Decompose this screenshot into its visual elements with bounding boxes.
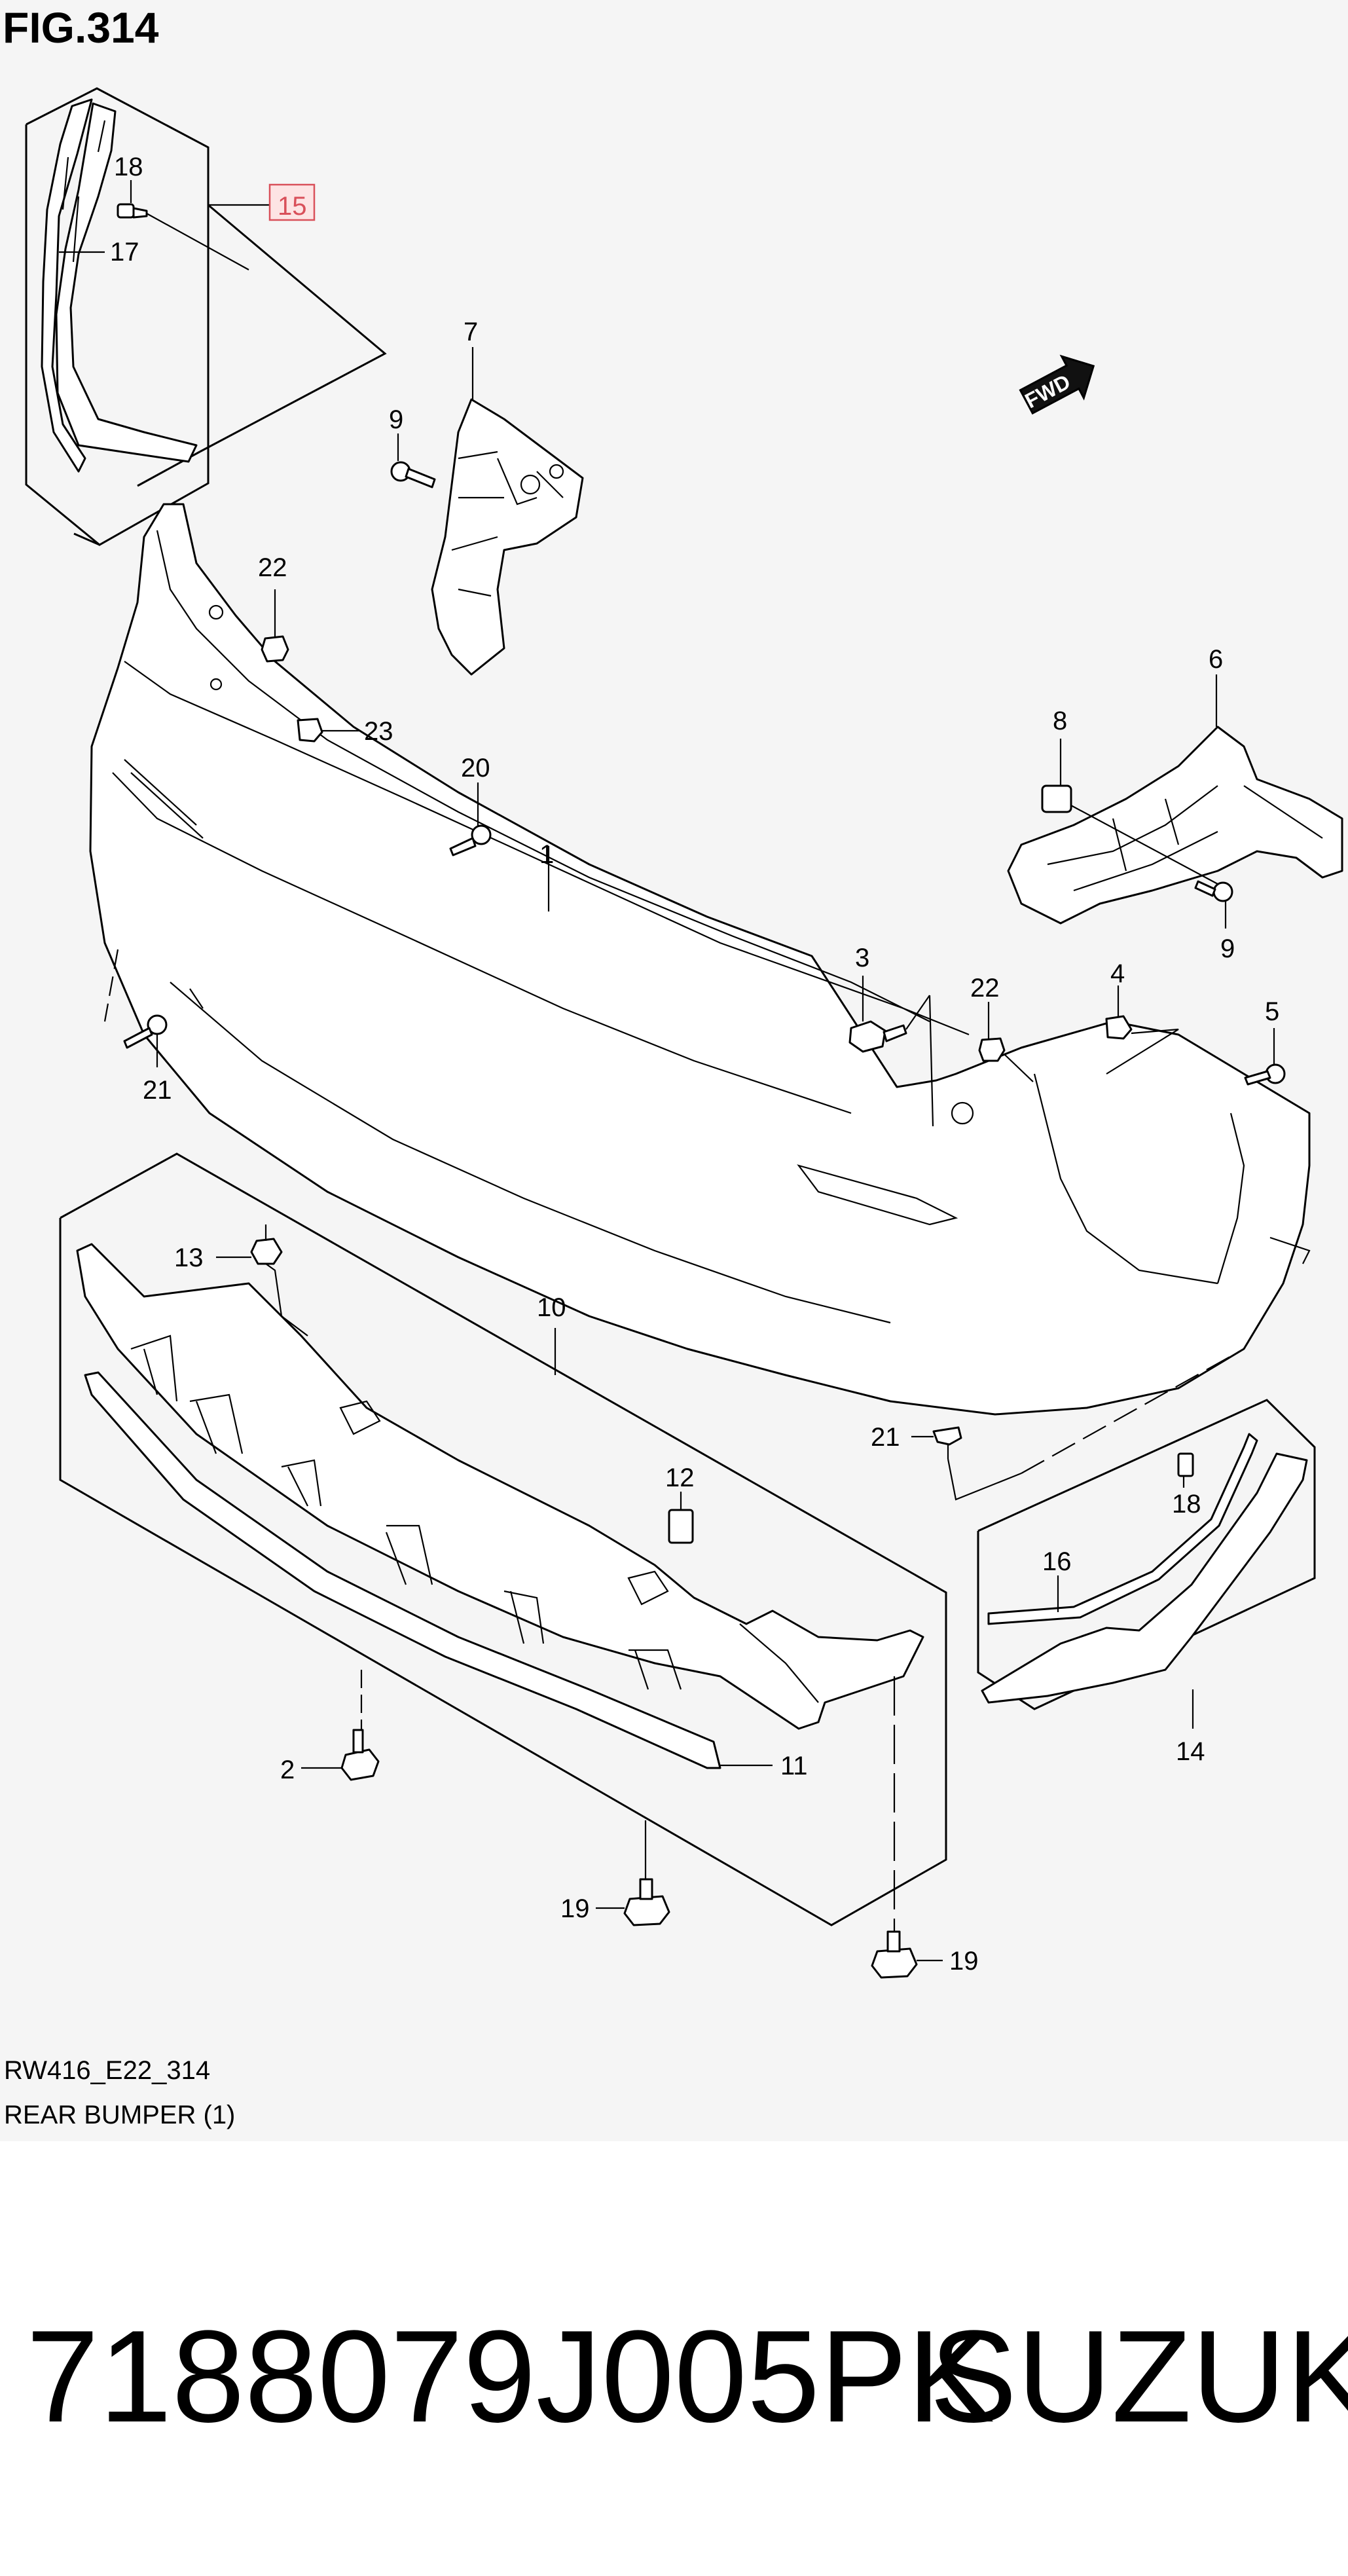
callout-10: 10 [537,1293,566,1322]
figure-caption: REAR BUMPER (1) [4,2101,236,2129]
garnish-part-14 [981,1452,1308,1704]
nut-part-8 [1041,784,1072,813]
callout-11: 11 [780,1752,808,1780]
screw-part-5 [1244,1063,1286,1086]
diagram-panel: FWD [3,3,1343,2129]
callout-3: 3 [855,944,869,972]
callout-2: 2 [280,1756,295,1784]
bracket-part-7 [431,398,584,676]
retainer-part-22-upper [261,635,289,663]
callout-15: 15 [278,192,307,221]
exploded-parts-diagram: FWD [25,87,1343,1979]
callout-12: 12 [665,1463,695,1492]
callout-9-upper: 9 [389,405,403,434]
callout-21-left: 21 [143,1076,172,1105]
screw-part-20 [449,824,492,856]
callout-8: 8 [1053,707,1067,735]
screw-part-9-right [1194,880,1233,902]
figure-title: FIG.314 [3,3,159,52]
callout-6: 6 [1209,645,1223,674]
fastener-part-19-right [871,1930,918,1979]
callout-19-center: 19 [560,1894,590,1923]
callout-13: 13 [174,1243,204,1272]
callout-9-right: 9 [1220,934,1235,963]
callout-22-upper: 22 [258,553,287,582]
callout-5: 5 [1265,997,1279,1026]
inset-frame-lower-right [977,1399,1316,1710]
clip-part-18-upper [117,203,148,219]
under-cover-part-10 [76,1243,924,1730]
bolt-part-2 [340,1729,380,1781]
callout-16: 16 [1042,1547,1072,1576]
clip-part-12 [668,1509,694,1544]
screw-part-9-upper [390,461,436,488]
figure-code: RW416_E22_314 [4,2056,211,2085]
callout-20: 20 [461,754,490,782]
callout-14: 14 [1176,1737,1205,1766]
nut-part-23 [297,718,323,743]
callout-18-upper: 18 [114,153,143,181]
bolt-part-3 [848,1020,907,1053]
fastener-part-19-center [623,1878,670,1926]
bracket-part-6 [1007,726,1343,925]
molding-part-16 [987,1433,1258,1625]
screw-part-21-left [123,1014,168,1049]
highlight-box-15 [208,183,316,221]
molding-part-11 [84,1371,721,1769]
callout-23: 23 [364,717,393,746]
callout-22-right: 22 [970,974,1000,1003]
fwd-direction-badge: FWD [1019,354,1095,415]
callout-7: 7 [464,318,478,346]
callout-4: 4 [1110,959,1125,988]
retainer-part-22-right [978,1037,1006,1062]
callout-19-right: 19 [949,1947,979,1976]
callout-18-lower: 18 [1172,1490,1201,1518]
callout-21-lower: 21 [871,1423,900,1452]
brand-name: SUZUKI [930,2304,1348,2450]
callout-1: 1 [539,840,554,869]
garnish-part-17 [41,98,198,473]
clip-part-4 [1105,1015,1133,1040]
inset-frame-upper-left [25,87,387,546]
callout-17: 17 [110,238,139,267]
clip-part-13 [250,1224,283,1265]
clip-part-18-lower [1177,1452,1194,1477]
screw-part-21-lower [932,1426,962,1459]
inset-frame-lower [59,1152,947,1926]
part-number: 7188079J005PK [26,2304,995,2450]
